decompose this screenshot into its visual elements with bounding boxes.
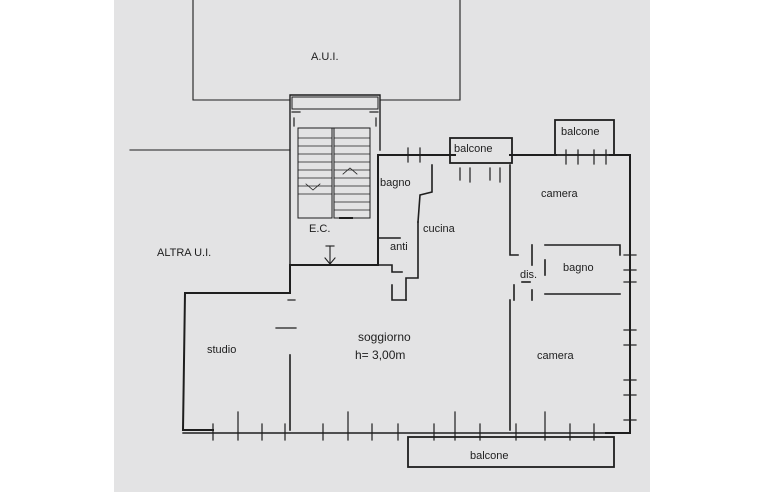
label-bagno-1: bagno [380, 177, 411, 189]
label-soggiorno: soggiorno [358, 330, 411, 344]
label-ceiling-height: h= 3,00m [355, 348, 406, 362]
neighbour-outlines [129, 0, 461, 151]
balconies [407, 119, 615, 468]
label-ec: E.C. [309, 223, 331, 235]
label-cucina: cucina [423, 223, 455, 235]
label-altra-ui: ALTRA U.I. [157, 247, 212, 259]
label-balcone-3: balcone [470, 450, 509, 462]
stair-core [289, 94, 381, 266]
outer-walls [181, 154, 631, 434]
label-bagno-2: bagno [563, 262, 594, 274]
window-ticks [212, 111, 637, 441]
label-camera-2: camera [537, 350, 574, 362]
floor-plan-sheet [114, 0, 650, 492]
label-balcone-1: balcone [454, 143, 493, 155]
entrance-arrow [324, 245, 336, 265]
label-studio: studio [207, 344, 237, 356]
stair-treads [297, 137, 371, 219]
label-dis: dis. [520, 269, 538, 281]
label-aui: A.U.I. [311, 51, 339, 63]
label-balcone-2: balcone [561, 126, 600, 138]
label-anti: anti [390, 241, 408, 253]
interior-walls [275, 164, 621, 431]
label-camera-1: camera [541, 188, 578, 200]
